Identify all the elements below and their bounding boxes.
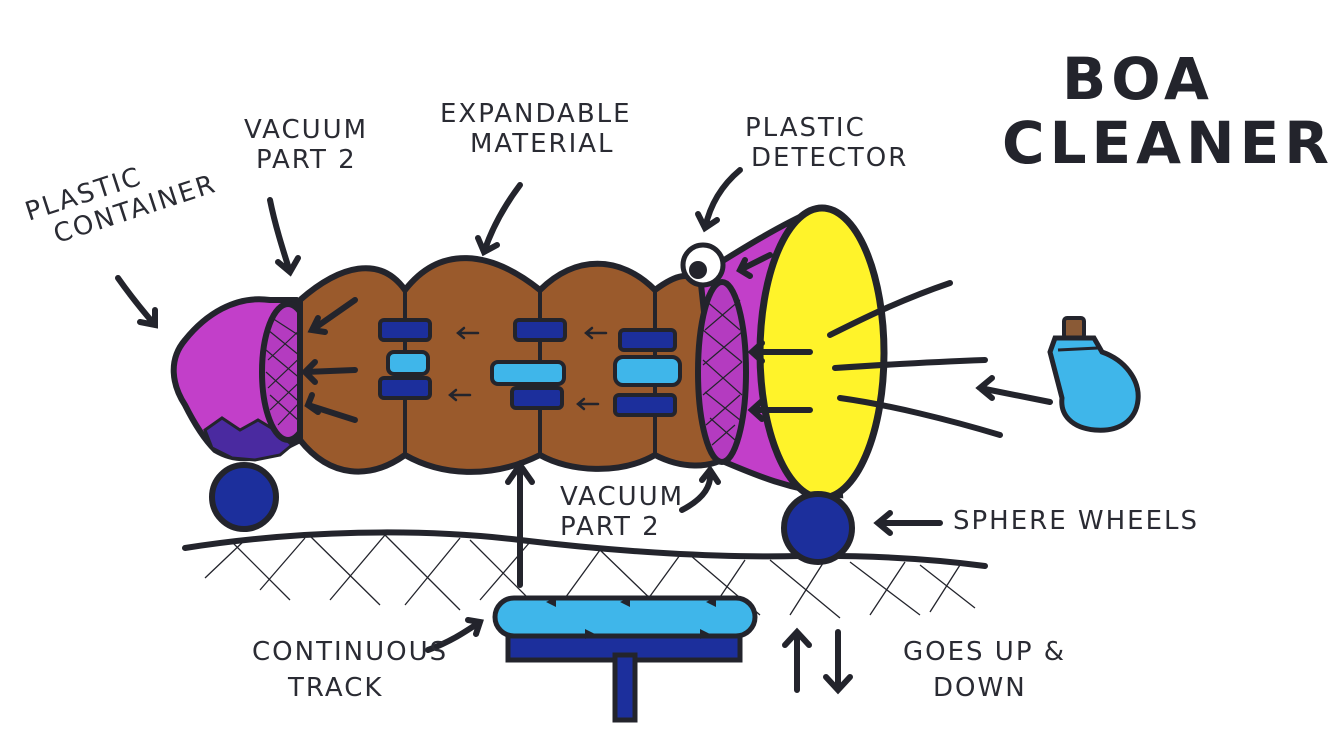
- sphere-wheel-right: [781, 491, 855, 565]
- ground: [182, 529, 988, 619]
- suction-arrows-left: [300, 297, 358, 423]
- expandable-body: [297, 255, 734, 475]
- label-updown-line2: DOWN: [933, 672, 1027, 703]
- label-vacuum-part-2-left: VACUUM PART 2: [244, 115, 369, 176]
- label-detector-line1: PLASTIC: [745, 113, 866, 143]
- plastic-bottle-icon: [975, 316, 1141, 433]
- label-goes-up-down: GOES UP & DOWN: [903, 637, 1067, 704]
- up-down-arrows-icon: [782, 627, 853, 695]
- title-line-1: BOA: [1062, 45, 1214, 113]
- label-vacuum-bottom-line1: VACUUM: [560, 482, 685, 512]
- title-line-2: CLEANER: [1002, 108, 1334, 177]
- continuous-track: [492, 459, 758, 723]
- label-expandable-material: EXPANDABLE MATERIAL: [440, 99, 632, 160]
- label-expandable-line1: EXPANDABLE: [440, 99, 632, 129]
- label-track-line1: CONTINUOUS: [252, 637, 449, 667]
- label-expandable-line2: MATERIAL: [470, 128, 615, 159]
- label-sphere-wheels-text: SPHERE WHEELS: [953, 506, 1200, 536]
- label-vacuum-left-line1: VACUUM: [244, 115, 369, 145]
- sphere-wheel-left: [209, 462, 279, 532]
- label-vacuum-left-line2: PART 2: [256, 144, 357, 175]
- label-plastic-detector: PLASTIC DETECTOR: [745, 113, 909, 174]
- diagram-title: BOA CLEANER: [1002, 45, 1334, 176]
- plastic-container: [170, 296, 317, 462]
- label-detector-line2: DETECTOR: [751, 142, 909, 173]
- label-continuous-track: CONTINUOUS TRACK: [252, 637, 449, 704]
- label-sphere-wheels: SPHERE WHEELS: [953, 506, 1200, 537]
- label-arrows: [115, 167, 943, 653]
- label-vacuum-part-2-bottom: VACUUM PART 2: [560, 482, 685, 543]
- label-vacuum-bottom-line2: PART 2: [560, 511, 661, 542]
- plastic-detector-eye: [680, 242, 726, 288]
- label-updown-line1: GOES UP &: [903, 637, 1067, 667]
- intake-arrows: [736, 252, 1003, 438]
- label-track-line2: TRACK: [288, 672, 384, 703]
